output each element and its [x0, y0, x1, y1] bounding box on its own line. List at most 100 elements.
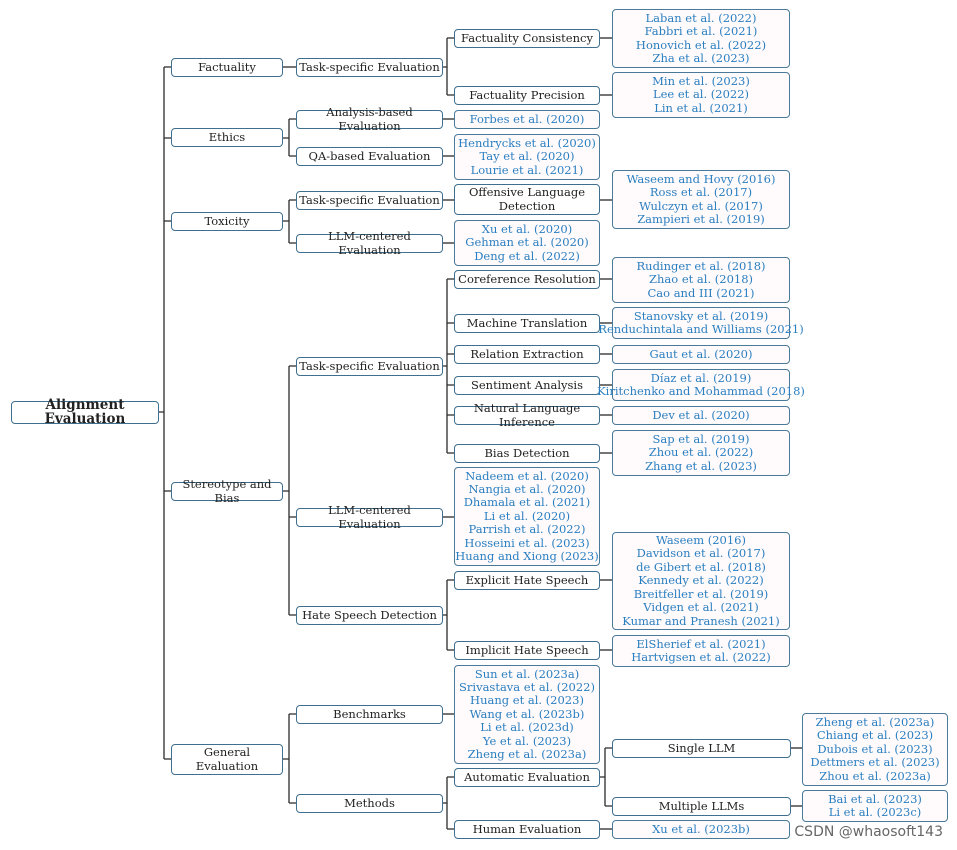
task-factuality-consistency: Factuality Consistency: [454, 29, 600, 48]
sub-factuality-task-specific: Task-specific Evaluation: [296, 58, 443, 77]
connector: [283, 199, 296, 244]
task-multiple-llms: Multiple LLMs: [612, 797, 791, 816]
citation: Li et al. (2023c): [828, 805, 922, 819]
refs-machine-translation: Stanovsky et al. (2019)Renduchintala and…: [598, 307, 804, 339]
citation: Zampieri et al. (2019): [637, 211, 765, 226]
task-offensive-line-1: Offensive Language: [468, 185, 586, 200]
connector: [283, 713, 296, 804]
citation: Zha et al. (2023): [652, 50, 750, 65]
task-sentiment-analysis: Sentiment Analysis: [454, 376, 600, 395]
citation: Ross et al. (2017): [649, 185, 753, 200]
refs-ethics-analysis: Forbes et al. (2020): [454, 110, 600, 129]
sub-methods: Methods: [296, 794, 443, 813]
connector: [600, 747, 612, 807]
refs-natural-language-inference: Dev et al. (2020): [612, 406, 790, 425]
category-stereotype-and-bias: Stereotype and Bias: [171, 477, 283, 504]
citation: Stanovsky et al. (2019): [633, 308, 769, 323]
citation: Breitfeller et al. (2019): [633, 586, 769, 601]
citation: Deng et al. (2022): [474, 248, 580, 263]
citation: ElSherief et al. (2021): [636, 636, 766, 651]
refs-explicit-hate-speech: Waseem (2016)Davidson et al. (2017)de Gi…: [612, 532, 790, 630]
citation: Zhou et al. (2022): [648, 445, 754, 460]
citation: Kennedy et al. (2022): [638, 573, 764, 588]
citation: Dubois et al. (2023): [817, 741, 933, 756]
citation: Lee et al. (2022): [652, 87, 750, 102]
citation: Chiang et al. (2023): [816, 728, 934, 743]
connector: [283, 118, 296, 157]
citation: Huang et al. (2023): [470, 693, 584, 708]
task-offensive-language-detection: Offensive Language Detection: [454, 184, 600, 215]
connector: [443, 37, 454, 96]
connector: [283, 365, 296, 616]
refs-bias-detection: Sap et al. (2019)Zhou et al. (2022)Zhang…: [612, 430, 790, 476]
connector: [443, 278, 454, 454]
citation: Li et al. (2020): [483, 508, 571, 523]
citation: Srivastava et al. (2022): [459, 679, 595, 694]
refs-offensive-language: Waseem and Hovy (2016)Ross et al. (2017)…: [612, 170, 790, 229]
refs-benchmarks: Sun et al. (2023a)Srivastava et al. (202…: [454, 665, 600, 764]
task-automatic-evaluation: Automatic Evaluation: [454, 768, 600, 787]
refs-sentiment-analysis: Díaz et al. (2019)Kiritchenko and Mohamm…: [597, 369, 805, 401]
citation: Bai et al. (2023): [828, 791, 922, 806]
refs-factuality-consistency: Laban et al. (2022)Fabbri et al. (2021)H…: [612, 9, 790, 68]
citation: Hendrycks et al. (2020): [458, 135, 596, 150]
citation: Dhamala et al. (2021): [463, 495, 591, 510]
citation: Dettmers et al. (2023): [810, 755, 940, 770]
refs-stereotype-llm: Nadeem et al. (2020)Nangia et al. (2020)…: [454, 467, 600, 566]
category-general-line-2: Evaluation: [195, 758, 259, 773]
category-general-line-1: General: [203, 745, 251, 760]
connector: [443, 776, 454, 830]
citation: Zhou et al. (2023a): [819, 768, 931, 783]
citation: Gaut et al. (2020): [649, 346, 753, 361]
task-factuality-precision: Factuality Precision: [454, 86, 600, 105]
connector: [159, 66, 171, 760]
citation: Min et al. (2023): [652, 73, 750, 88]
sub-ethics-analysis-based: Analysis-based Evaluation: [296, 105, 443, 132]
citation: Zheng et al. (2023a): [467, 747, 587, 762]
task-implicit-hate-speech: Implicit Hate Speech: [454, 641, 600, 660]
citation: Vidgen et al. (2021): [643, 600, 759, 615]
citation: Rudinger et al. (2018): [636, 258, 766, 273]
citation: Kumar and Pranesh (2021): [622, 613, 780, 628]
refs-implicit-hate-speech: ElSherief et al. (2021)Hartvigsen et al.…: [612, 635, 790, 667]
citation: Fabbri et al. (2021): [644, 24, 758, 39]
refs-multiple-llms: Bai et al. (2023)Li et al. (2023c): [802, 790, 948, 822]
citation: Hartvigsen et al. (2022): [631, 650, 771, 664]
citation: Wulczyn et al. (2017): [639, 198, 763, 213]
refs-coreference: Rudinger et al. (2018)Zhao et al. (2018)…: [612, 257, 790, 303]
citation: Parrish et al. (2022): [468, 522, 586, 537]
citation: Zhang et al. (2023): [645, 458, 757, 473]
connector: [443, 579, 454, 651]
category-factuality: Factuality: [171, 58, 283, 77]
refs-ethics-qa: Hendrycks et al. (2020)Tay et al. (2020)…: [454, 134, 600, 180]
citation: Renduchintala and Williams (2021): [598, 322, 804, 336]
sub-ethics-qa-based: QA-based Evaluation: [296, 147, 443, 166]
citation: Lourie et al. (2021): [470, 162, 584, 177]
citation: Sun et al. (2023a): [474, 666, 580, 681]
citation: Wang et al. (2023b): [469, 706, 585, 721]
sub-hate-speech-detection: Hate Speech Detection: [296, 606, 443, 625]
citation: Lin et al. (2021): [654, 100, 748, 115]
citation: Ye et al. (2023): [482, 733, 572, 748]
citation: Davidson et al. (2017): [636, 546, 766, 561]
watermark: CSDN @whaosoft143: [794, 824, 943, 840]
citation: Kiritchenko and Mohammad (2018): [597, 384, 805, 398]
citation: Zheng et al. (2023a): [815, 714, 935, 729]
citation: Nangia et al. (2020): [468, 481, 586, 496]
task-relation-extraction: Relation Extraction: [454, 345, 600, 364]
task-human-evaluation: Human Evaluation: [454, 820, 600, 839]
task-natural-language-inference: Natural Language Inference: [454, 401, 600, 428]
task-explicit-hate-speech: Explicit Hate Speech: [454, 571, 600, 590]
task-bias-detection: Bias Detection: [454, 444, 600, 463]
task-single-llm: Single LLM: [612, 739, 791, 758]
task-offensive-line-2: Detection: [498, 198, 556, 213]
citation: Gehman et al. (2020): [465, 235, 589, 250]
sub-stereotype-llm-centered: LLM-centered Evaluation: [296, 503, 443, 530]
citation: Nadeem et al. (2020): [465, 468, 589, 483]
refs-factuality-precision: Min et al. (2023)Lee et al. (2022)Lin et…: [612, 72, 790, 118]
citation: Sap et al. (2019): [652, 431, 750, 446]
citation: Zhao et al. (2018): [649, 272, 753, 287]
citation: Li et al. (2023d): [480, 720, 574, 735]
citation: Waseem (2016): [656, 533, 746, 548]
